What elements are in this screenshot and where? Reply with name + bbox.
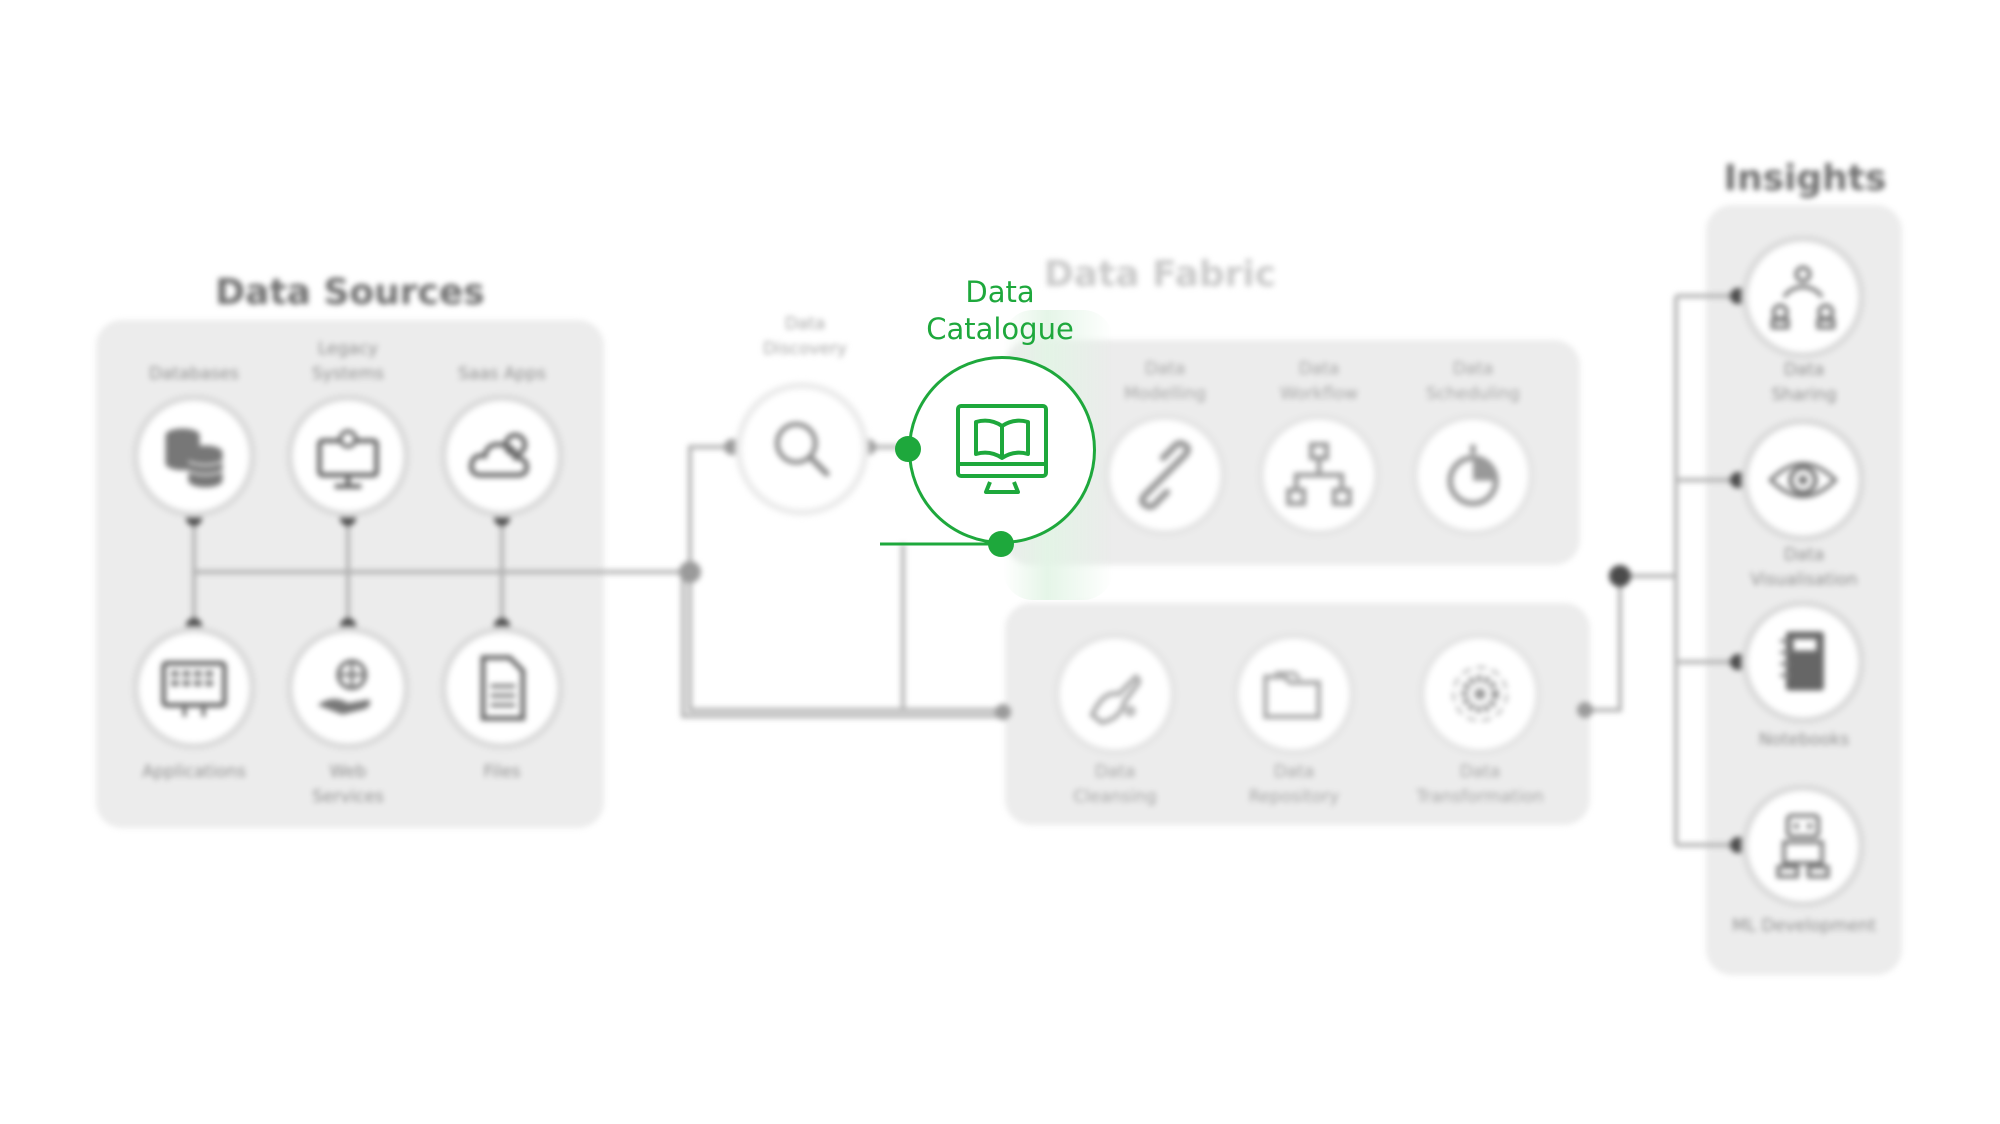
robot-icon — [1776, 813, 1830, 879]
label-databases: Databases — [149, 364, 239, 384]
data-catalogue-title: Data Catalogue — [926, 275, 1074, 346]
node-data-repository[interactable] — [1232, 632, 1356, 756]
label-data-transformation: Data Transformation — [1416, 762, 1544, 807]
label-data-discovery: Data Discovery — [763, 314, 847, 359]
cloud-gear-icon — [468, 432, 530, 478]
node-data-transformation[interactable] — [1418, 632, 1542, 756]
gear-cycle-icon — [1451, 665, 1509, 723]
data-fabric-heading: Data Fabric — [1043, 254, 1277, 295]
cleansing-hand-icon — [1089, 673, 1142, 726]
label-data-workflow: Data Workflow — [1279, 359, 1359, 404]
share-people-icon — [1770, 265, 1836, 330]
insights-heading: Insights — [1723, 158, 1887, 199]
book-monitor-icon — [956, 404, 1048, 494]
node-data-cleansing[interactable] — [1053, 632, 1177, 756]
label-web-services: Web Services — [312, 762, 384, 807]
stopwatch-icon — [1447, 444, 1499, 507]
globe-hand-icon — [317, 659, 371, 715]
file-icon — [480, 655, 526, 721]
node-applications[interactable] — [132, 626, 256, 750]
legacy-monitor-icon — [317, 429, 379, 489]
database-icon — [165, 428, 223, 488]
node-notebooks[interactable] — [1741, 600, 1865, 724]
notebook-icon — [1780, 631, 1824, 691]
node-data-modelling[interactable] — [1103, 413, 1227, 537]
label-files: Files — [483, 762, 521, 782]
search-icon — [774, 421, 830, 477]
label-data-cleansing: Data Cleansing — [1073, 762, 1157, 807]
label-legacy-systems: Legacy Systems — [311, 339, 385, 384]
label-data-repository: Data Repository — [1248, 762, 1340, 807]
node-web-services[interactable] — [286, 626, 410, 750]
node-legacy-systems[interactable] — [286, 394, 410, 518]
label-data-visualisation: Data Visualisation — [1750, 545, 1858, 590]
label-saas-apps: Saas Apps — [458, 364, 546, 384]
node-data-discovery[interactable] — [735, 382, 869, 516]
label-data-sharing: Data Sharing — [1771, 360, 1837, 405]
node-ml-development[interactable] — [1741, 784, 1865, 908]
node-saas-apps[interactable] — [440, 394, 564, 518]
node-data-scheduling[interactable] — [1411, 413, 1535, 537]
hierarchy-icon — [1286, 442, 1352, 506]
node-databases[interactable] — [132, 394, 256, 518]
label-ml-development: ML Development — [1732, 916, 1876, 936]
label-data-scheduling: Data Scheduling — [1426, 359, 1520, 404]
node-data-visualisation[interactable] — [1741, 418, 1865, 542]
data-sources-heading: Data Sources — [215, 272, 485, 313]
label-notebooks: Notebooks — [1758, 730, 1850, 750]
eye-icon — [1768, 461, 1838, 499]
link-icon — [1138, 440, 1192, 510]
node-data-catalogue[interactable] — [908, 356, 1096, 544]
folder-icon — [1263, 671, 1322, 720]
node-data-workflow[interactable] — [1257, 413, 1381, 537]
application-window-icon — [161, 660, 227, 717]
node-files[interactable] — [440, 626, 564, 750]
label-data-modelling: Data Modelling — [1123, 359, 1207, 404]
node-data-sharing[interactable] — [1741, 235, 1865, 359]
label-applications: Applications — [142, 762, 246, 782]
